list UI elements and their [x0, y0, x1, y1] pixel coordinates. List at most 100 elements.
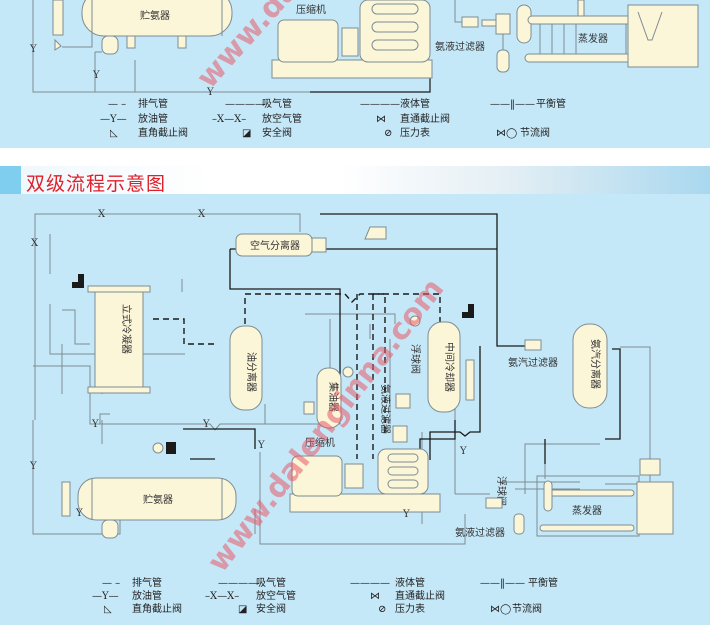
oil-marker: Y — [202, 419, 210, 430]
legend-label: 液体管 — [395, 576, 425, 589]
legend-label: 排气管 — [138, 97, 168, 110]
float-valve-label: 浮球阀 — [409, 344, 422, 374]
air-separator-label: 空气分离器 — [250, 239, 300, 252]
pressure-gauge-icon — [409, 315, 421, 327]
evaporator: 蒸发器 — [536, 458, 674, 537]
float-valve — [395, 393, 411, 409]
legend-symbol: ———— — [360, 99, 400, 110]
top-legend: — – 排气管 ———— 吸气管 ———— 液体管 ——‖—— 平衡管 —Y— … — [100, 97, 566, 139]
oil-collector: 集油器 — [303, 366, 354, 429]
vent-marker: X — [31, 238, 39, 249]
bottom-legend: — – 排气管 ———— 吸气管 ———— 液体管 ——‖—— 平衡管 —Y— … — [92, 576, 558, 615]
top-diagram-panel: 贮氨器 压缩机 氨液过滤器 蒸发器 Y Y — [0, 0, 710, 148]
oil-marker: Y — [206, 87, 214, 98]
liquid-filter-vertical-label: 氨液过滤器 — [379, 384, 392, 434]
watermark-text: www.dalenginna.com — [201, 272, 452, 579]
legend-label: 液体管 — [400, 97, 430, 110]
legend-symbol: ◺ — [104, 604, 112, 615]
legend-symbol: –X—X– — [212, 114, 246, 125]
oil-separator-label: 油分离器 — [245, 352, 258, 392]
pipe-markers: X X X Y Y Y Y Y Y Y — [29, 209, 467, 520]
legend-symbol: —Y— — [92, 591, 119, 602]
legend-label: 直角截止阀 — [138, 126, 188, 139]
legend-label: 吸气管 — [262, 97, 292, 110]
legend-label: 安全阀 — [256, 602, 286, 615]
vertical-condenser: 立式冷凝器 — [72, 274, 151, 394]
oil-marker: Y — [402, 509, 410, 520]
legend-symbol: ———— — [225, 99, 265, 110]
legend-label: 直通截止阀 — [400, 112, 450, 125]
legend-symbol: ⋈◯ — [490, 604, 511, 615]
legend-symbol: ◪ — [238, 604, 247, 615]
vent-marker: X — [98, 209, 106, 220]
oil-marker: Y — [91, 419, 99, 430]
top-liquid-filter: 氨液过滤器 — [435, 0, 511, 73]
oil-marker: Y — [29, 44, 37, 55]
safety-valve-icon — [462, 304, 474, 318]
legend-symbol: ———— — [218, 578, 258, 589]
vapor-filter: 氨汽过滤器 — [508, 339, 558, 369]
top-flow-diagram: 贮氨器 压缩机 氨液过滤器 蒸发器 Y Y — [29, 0, 699, 139]
legend-label: 放空气管 — [256, 589, 296, 602]
legend-label: 节流阀 — [520, 126, 550, 139]
legend-symbol: ⋈◯ — [496, 128, 517, 139]
oil-collector-label: 集油器 — [327, 382, 340, 412]
legend-symbol: ⋈ — [370, 591, 380, 602]
legend-symbol: — – — [102, 578, 120, 589]
legend-label: 压力表 — [400, 126, 430, 139]
float-valve-2 — [485, 497, 503, 509]
top-compressor-label: 压缩机 — [296, 3, 326, 16]
legend-label: 吸气管 — [256, 576, 286, 589]
evaporator-label: 蒸发器 — [572, 504, 602, 517]
oil-marker: Y — [75, 508, 83, 519]
legend-symbol: ⊘ — [378, 604, 386, 615]
oil-marker: Y — [29, 461, 37, 472]
top-evaporator: 蒸发器 — [516, 0, 699, 68]
title-accent-block — [0, 166, 21, 194]
top-evaporator-label: 蒸发器 — [578, 32, 608, 45]
oil-marker: Y — [257, 440, 265, 451]
legend-label: 节流阀 — [512, 602, 542, 615]
receiver-label: 贮氨器 — [143, 493, 173, 506]
legend-label: 放空气管 — [262, 112, 302, 125]
intercooler: 中间冷却器 — [409, 304, 475, 413]
top-level-gauge — [52, 0, 64, 36]
condenser-label: 立式冷凝器 — [120, 304, 133, 354]
top-compressor: 压缩机 — [271, 0, 433, 79]
top-receiver-label: 贮氨器 — [140, 9, 170, 22]
vapor-filter-label: 氨汽过滤器 — [508, 356, 558, 369]
legend-symbol: ⋈ — [376, 114, 386, 125]
pressure-gauge-icon — [152, 442, 164, 454]
vent-marker: X — [198, 209, 206, 220]
two-stage-flow-diagram: 空气分离器 立式冷凝器 油分离器 集油器 氨液过滤器 浮球阀 中间冷却器 氨汽过… — [29, 209, 674, 615]
compressor: 压缩机 — [289, 436, 441, 513]
oil-marker: Y — [459, 446, 467, 457]
legend-symbol: ◪ — [242, 128, 251, 139]
angle-valve-icon — [54, 38, 62, 51]
safety-valve-icon — [72, 274, 84, 288]
top-receiver: 贮氨器 — [81, 0, 233, 55]
air-separator: 空气分离器 — [235, 226, 387, 257]
legend-label: 直角截止阀 — [132, 602, 182, 615]
pressure-gauge-icon — [342, 366, 354, 378]
legend-symbol: ——‖—— — [490, 99, 535, 110]
section-title: 双级流程示意图 — [26, 173, 167, 195]
legend-label: 直通截止阀 — [395, 589, 445, 602]
legend-label: 平衡管 — [528, 576, 558, 589]
liquid-filter-label: 氨液过滤器 — [455, 526, 505, 539]
oil-separator: 油分离器 — [229, 325, 263, 411]
legend-symbol: ◺ — [110, 128, 118, 139]
legend-label: 排气管 — [132, 576, 162, 589]
safety-valve-icon — [166, 442, 176, 454]
legend-symbol: ⊘ — [384, 128, 392, 139]
legend-label: 平衡管 — [536, 97, 566, 110]
legend-symbol: ———— — [350, 578, 390, 589]
liquid-filter — [513, 513, 525, 535]
vapor-separator-label: 氨汽分离器 — [589, 339, 602, 389]
liquid-filter-vertical — [392, 425, 408, 443]
top-liquid-filter-label: 氨液过滤器 — [435, 40, 485, 53]
legend-symbol: –X—X– — [205, 591, 239, 602]
legend-label: 放油管 — [132, 589, 162, 602]
compressor-label: 压缩机 — [305, 436, 335, 449]
bottom-diagram-panel: 空气分离器 立式冷凝器 油分离器 集油器 氨液过滤器 浮球阀 中间冷却器 氨汽过… — [0, 194, 710, 625]
